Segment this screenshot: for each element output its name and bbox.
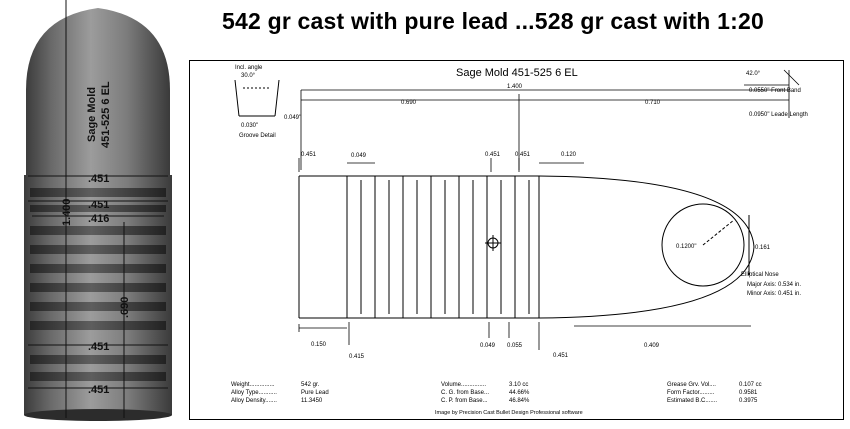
photo-len-body: .690	[119, 297, 131, 318]
nose-len: 0.409	[644, 343, 660, 349]
photo-dia-2: .451	[88, 199, 109, 211]
bc-value: 0.3975	[739, 398, 758, 404]
bc-label: Estimated B.C.......	[667, 398, 717, 404]
incl-angle-value: 30.0°	[241, 73, 256, 79]
weight-value: 542 gr.	[301, 382, 320, 388]
front-angle: 42.0°	[746, 71, 761, 77]
photo-len-total: 1.400	[61, 198, 73, 226]
groove-detail	[234, 79, 280, 117]
front-band: 0.0550" Front Band	[749, 88, 801, 94]
alloy-type-label: Alloy Type...........	[231, 390, 277, 396]
body-length: 0.690	[401, 100, 417, 106]
bullet-profile	[298, 175, 755, 319]
photo-dia-4: .451	[88, 341, 109, 353]
incl-angle-label: Incl. angle	[235, 65, 263, 71]
major-axis: Major Axis: 0.534 in.	[747, 282, 801, 288]
bullet-body	[26, 8, 170, 175]
photo-dia-3: .416	[88, 213, 109, 225]
cp-value: 46.84%	[509, 398, 530, 404]
grease-value: 0.107 cc	[739, 382, 762, 388]
elliptical-nose: Elliptical Nose	[741, 272, 779, 278]
meplat: 0.161	[755, 245, 771, 251]
groove-depth: 0.030"	[241, 123, 258, 129]
groove-detail-label: Groove Detail	[239, 133, 276, 139]
dia-front: 0.451	[515, 152, 531, 158]
front-diameter: 0.451	[553, 353, 569, 359]
cp-label: C. P. from Base...	[441, 398, 488, 404]
groove-diameter: 0.415	[349, 354, 365, 360]
weight-label: Weight...............	[231, 382, 275, 388]
minor-axis: Minor Axis: 0.451 in.	[747, 291, 801, 297]
groove-width: 0.049"	[284, 115, 301, 121]
lube-length: 0.049	[480, 343, 496, 349]
alloy-density-value: 11.3450	[301, 398, 323, 404]
design-drawing: Sage Mold 451-525 6 EL Incl. angle 30.0°…	[189, 60, 844, 420]
cg-label: C. G. from Base...	[441, 390, 489, 396]
band-width: 0.049	[351, 153, 367, 159]
form-label: Form Factor.........	[667, 390, 715, 396]
drawing-title: Sage Mold 451-525 6 EL	[456, 67, 578, 79]
nose-start: 0.120	[561, 152, 577, 158]
volume-label: Volume...............	[441, 382, 486, 388]
overall-length: 1.400	[507, 84, 523, 90]
dia-body: 0.451	[301, 152, 317, 158]
headline: 542 gr cast with pure lead ...528 gr cas…	[222, 8, 764, 34]
form-value: 0.9581	[739, 390, 758, 396]
front-band-length: 0.055	[507, 343, 523, 349]
photo-dia-1: .451	[88, 173, 109, 185]
base-length: 0.150	[311, 342, 327, 348]
leade-length: 0.0950" Leade Length	[749, 112, 808, 118]
grease-label: Grease Grv. Vol....	[667, 382, 716, 388]
cg-value: 44.66%	[509, 390, 530, 396]
alloy-density-label: Alloy Density.......	[231, 398, 277, 404]
ellipse-radius: 0.1200"	[676, 244, 696, 250]
photo-label-line1: Sage Mold	[86, 87, 98, 142]
volume-value: 3.10 cc	[509, 382, 528, 388]
photo-dia-5: .451	[88, 384, 109, 396]
alloy-type-value: Pure Lead	[301, 390, 329, 396]
dia-mid: 0.451	[485, 152, 501, 158]
credit: Image by Precision Cast Bullet Design Pr…	[435, 410, 583, 416]
photo-label-line2: 451-525 6 EL	[100, 81, 112, 148]
bullet-photo: Sage Mold 451-525 6 EL .451 .451 .416 .4…	[0, 0, 190, 424]
nose-length: 0.710	[645, 100, 661, 106]
